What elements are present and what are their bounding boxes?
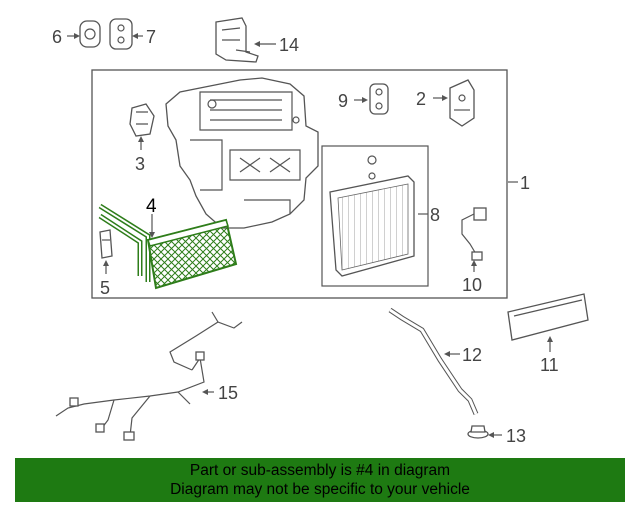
banner-line-1: Part or sub-assembly is #4 in diagram — [189, 462, 451, 479]
callout-5: 5 — [100, 278, 110, 298]
info-banner: Part or sub-assembly is #4 in diagram Di… — [15, 458, 625, 502]
callout-10: 10 — [462, 275, 482, 295]
evaporator-box — [321, 145, 429, 287]
callout-14: 14 — [279, 35, 299, 55]
part-3-actuator — [129, 103, 155, 137]
callout-1: 1 — [520, 173, 530, 193]
callout-8: 8 — [430, 205, 440, 225]
callout-12: 12 — [462, 345, 482, 365]
part-7-seal — [109, 18, 133, 50]
part-15-wire-harness — [55, 311, 243, 441]
part-2-actuator — [449, 79, 475, 127]
part-8-evaporator — [329, 155, 415, 277]
callout-9: 9 — [338, 91, 348, 111]
callout-15: 15 — [218, 383, 238, 403]
callout-4: 4 — [146, 196, 157, 217]
part-14-bracket — [215, 17, 259, 63]
part-11-filter — [507, 293, 589, 341]
hvac-housing — [165, 77, 319, 229]
part-5-clip — [99, 229, 113, 259]
callout-7: 7 — [146, 27, 156, 47]
parts-diagram: 1 2 3 4 5 6 7 8 9 10 11 12 13 14 15 — [52, 17, 589, 446]
callout-13: 13 — [506, 426, 526, 446]
assembly-frame — [91, 69, 508, 299]
callout-3: 3 — [135, 154, 145, 174]
part-9-valve — [369, 83, 389, 115]
part-13-grommet — [467, 425, 489, 439]
banner-line-2: Diagram may not be specific to your vehi… — [170, 481, 470, 498]
part-6-grommet — [79, 20, 101, 48]
callout-11: 11 — [540, 355, 559, 375]
part-10-harness — [461, 207, 487, 261]
callout-6: 6 — [52, 27, 62, 47]
part-12-hose — [388, 307, 479, 415]
callout-2: 2 — [416, 89, 426, 109]
part-4-heater-core — [98, 203, 238, 290]
leader-lines — [67, 33, 553, 438]
